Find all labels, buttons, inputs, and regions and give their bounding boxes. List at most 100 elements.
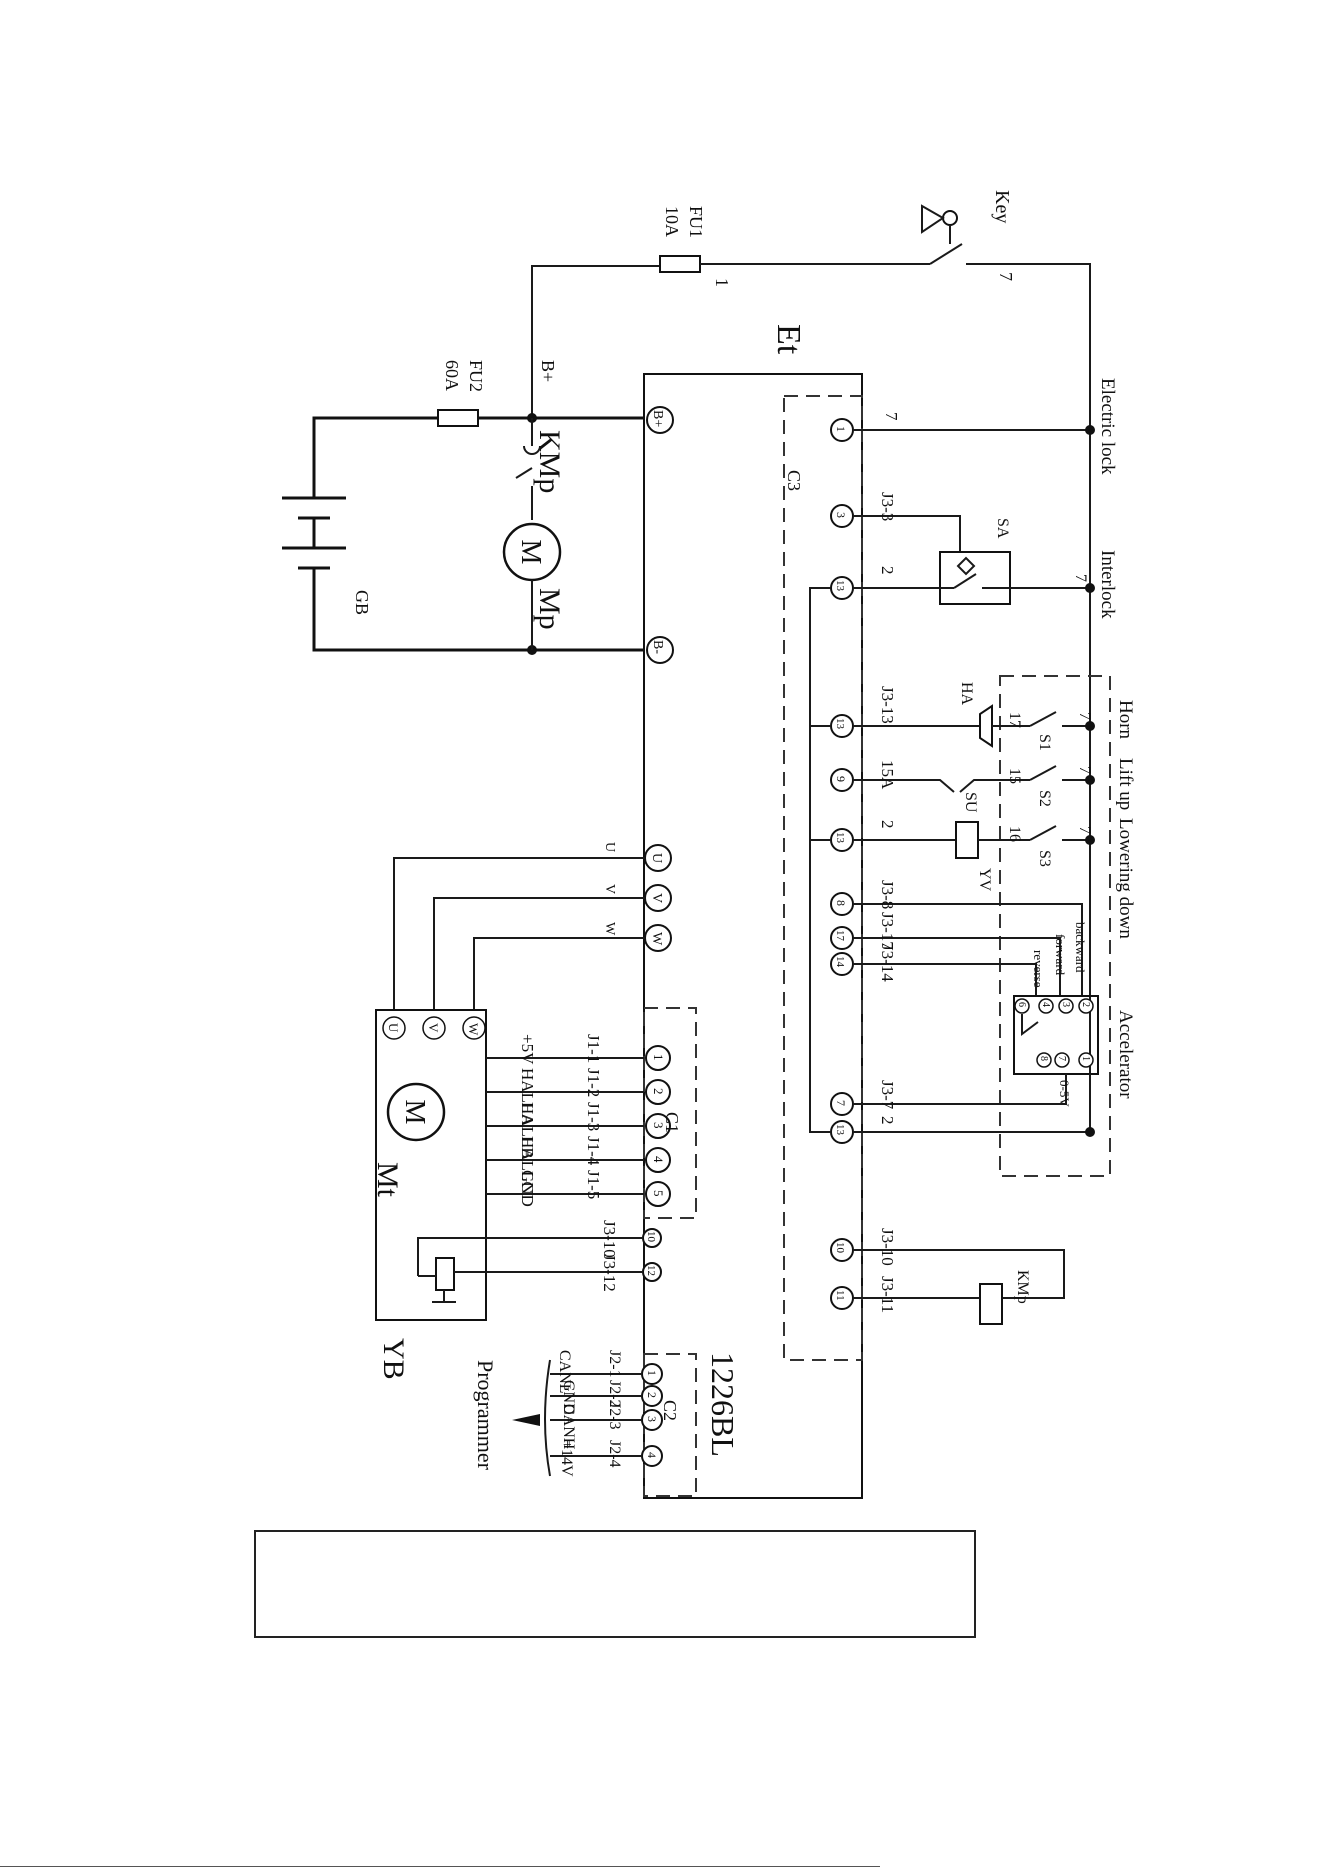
c3-wire-b: J3-3 — [878, 492, 897, 521]
brake-yb-coil — [435, 1257, 455, 1291]
c1-wires — [486, 1057, 644, 1195]
c3-pin-k: 13 — [834, 1124, 846, 1136]
label-kmp-coil: KMp — [1014, 1270, 1031, 1304]
c3-pin-b: 3 — [834, 512, 848, 518]
c2-pin-circles — [641, 1363, 663, 1467]
wire-u-label: U — [602, 842, 617, 852]
label-kmp: KMp — [533, 430, 566, 493]
c3-pin-i: 14 — [834, 956, 846, 968]
c1-pin-4: 4 — [651, 1156, 666, 1163]
label-fu1-wire: 1 — [712, 278, 732, 287]
c3-wire-e: 15A — [878, 760, 897, 790]
c1-pin-3: 3 — [651, 1122, 666, 1129]
c1-signal-1: +5V — [518, 1034, 537, 1065]
c3-pin-circles — [830, 418, 854, 1310]
label-forward: forward — [1053, 934, 1068, 976]
c1-wire-3: J1-3 — [584, 1102, 603, 1131]
c3-pin-g: 8 — [834, 900, 848, 906]
terminal-b-minus-label: B- — [650, 640, 665, 654]
lowering-valve-yv — [955, 821, 979, 859]
c2-signal-1: CANL — [556, 1350, 573, 1394]
label-mp: Mp — [533, 588, 566, 630]
c3-pin-m: 11 — [834, 1290, 846, 1301]
c3-pin-c: 13 — [834, 580, 846, 592]
c2-wire-1: J2-1 — [606, 1350, 623, 1378]
c2-wire-2: J2-2 — [606, 1380, 623, 1408]
label-programmer: Programmer — [473, 1360, 498, 1471]
c2-wire-3: J2-3 — [606, 1402, 623, 1430]
bottom-rule — [0, 1866, 880, 1867]
brake-pin-12: 12 — [645, 1265, 657, 1276]
acc-pin-2: 2 — [1080, 1002, 1091, 1007]
label-mt: Mt — [371, 1162, 404, 1198]
label-lift-7: 7 — [1076, 766, 1093, 774]
c3-pin-f: 13 — [834, 832, 846, 844]
c3-wire-f: 2 — [878, 820, 897, 829]
label-c3: C3 — [784, 470, 804, 491]
c3-pin-j: 7 — [834, 1100, 848, 1106]
controller-1226bl — [643, 373, 863, 1499]
label-reverse: reverse — [1031, 950, 1046, 988]
acc-pin-6: 6 — [1016, 1002, 1027, 1007]
label-gb: GB — [352, 590, 372, 615]
label-fu1-rating: 10A — [662, 206, 682, 237]
c1-signal-2: HALLA — [518, 1068, 537, 1126]
c3-wire-h: J3-17 — [878, 912, 897, 950]
terminal-v-label: V — [649, 893, 664, 903]
label-su: SU — [962, 792, 979, 813]
terminal-b-plus — [646, 406, 674, 434]
c1-pin-1: 1 — [651, 1054, 666, 1061]
c3-wire-m: J3-11 — [878, 1276, 897, 1313]
c3-wire-k: 2 — [878, 1116, 897, 1125]
label-fu2-rating: 60A — [442, 360, 462, 391]
text-labels: Key 7 FU1 10A 1 Et FU2 60A B+ KMp Mp GB … — [352, 190, 1136, 1477]
c2-pin-3: 3 — [645, 1416, 659, 1422]
connector-c1-box — [643, 1007, 697, 1219]
brake-pin-10: 10 — [645, 1231, 657, 1243]
power-circuit — [282, 204, 1091, 1132]
label-fu1: FU1 — [686, 206, 706, 238]
label-interlock: Interlock — [1097, 550, 1118, 619]
label-fu2: FU2 — [466, 360, 486, 392]
label-s2-in: 15 — [1006, 768, 1023, 784]
c1-wire-5: J1-5 — [584, 1170, 603, 1199]
label-horn: Horn — [1115, 700, 1136, 740]
label-s2: S2 — [1036, 790, 1053, 807]
connector-c3-box — [783, 395, 863, 1361]
label-0-5v: 0-5V — [1057, 1080, 1072, 1107]
c1-wire-4: J1-4 — [584, 1136, 603, 1166]
c3-wire-g: J3-8 — [878, 880, 897, 909]
c2-pin-1: 1 — [645, 1370, 659, 1376]
label-horn-7: 7 — [1076, 712, 1093, 720]
c3-wire-j: J3-7 — [878, 1080, 897, 1110]
c3-wire-a: 7 — [882, 412, 901, 421]
c3-wire-c: 2 — [878, 566, 897, 575]
c3-pin-e: 9 — [834, 776, 848, 782]
label-lift-up: Lift up — [1115, 758, 1136, 810]
interlock-switch-sa — [939, 551, 1011, 605]
kmp-coil — [979, 1283, 1003, 1325]
brake-wire-12: J3-12 — [600, 1254, 619, 1292]
motor-u-label: U — [386, 1023, 401, 1033]
brake-wire-10: J3-10 — [600, 1220, 619, 1258]
label-key: Key — [991, 190, 1013, 223]
label-lower-7: 7 — [1076, 826, 1093, 834]
traction-motor-symbol — [386, 1082, 446, 1142]
empty-note-box — [254, 1530, 976, 1638]
c1-pin-2: 2 — [651, 1088, 666, 1095]
acc-pin-1: 1 — [1080, 1056, 1091, 1061]
label-s1-in: 17 — [1006, 712, 1023, 728]
c1-wire-2: J1-2 — [584, 1068, 603, 1097]
label-yb: YB — [377, 1338, 410, 1380]
terminal-u-label: U — [649, 853, 664, 863]
label-s1: S1 — [1036, 734, 1053, 751]
acc-pin-7: 7 — [1056, 1056, 1067, 1061]
label-s3: S3 — [1036, 850, 1053, 867]
c2-signal-3: CANH — [560, 1404, 577, 1450]
c2-wire-4: J2-4 — [606, 1440, 623, 1468]
c2-pin-2: 2 — [645, 1392, 659, 1398]
label-ha: HA — [958, 682, 975, 706]
motor-v-label: V — [426, 1023, 441, 1033]
terminal-b-plus-label: B+ — [650, 410, 665, 427]
c1-wire-1: J1-1 — [584, 1034, 603, 1063]
